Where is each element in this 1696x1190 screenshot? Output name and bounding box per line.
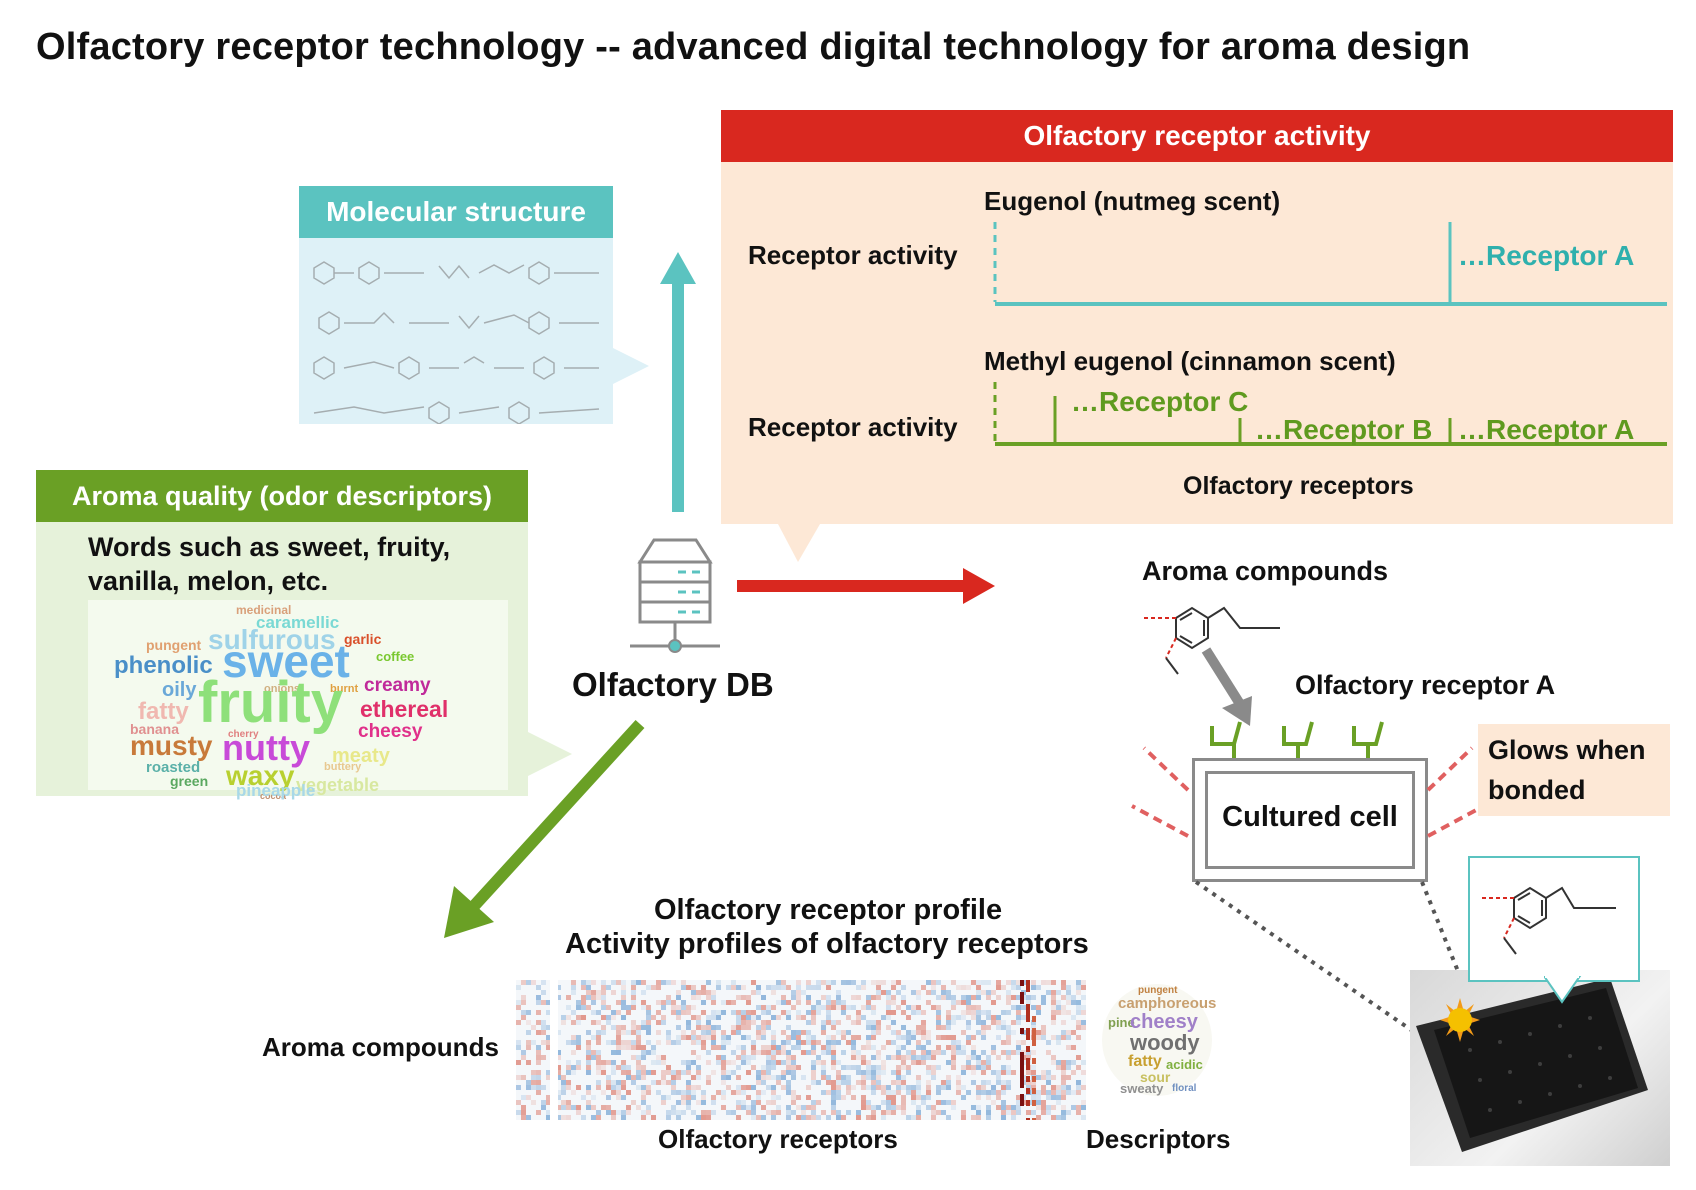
eugenol-peak-receptor-a: …Receptor A (1458, 240, 1635, 271)
glow-note: Glows when bonded (1478, 724, 1670, 816)
cultured-cell-label: Cultured cell (1222, 801, 1398, 833)
red-right-arrow (737, 568, 995, 604)
wc-word: cocoa (260, 791, 287, 801)
wc-word: waxy (226, 760, 295, 791)
molecular-structure-panel: Molecular structure (299, 186, 613, 424)
wc-word: roasted (146, 759, 201, 776)
odor-word-cloud: medicinal caramellic sulfurous garlic pu… (88, 600, 508, 801)
wc-word: green (170, 773, 209, 789)
glow-lines-left (1131, 746, 1190, 838)
olfactory-db-label: Olfactory DB (572, 666, 774, 703)
dwc-word: sweaty (1120, 1081, 1164, 1096)
dwc-word: sour (1140, 1069, 1171, 1085)
dwc-word: pine (1108, 1015, 1135, 1030)
receptor-activity-panel: Olfactory receptor activity Eugenol (nut… (721, 110, 1673, 524)
wc-word: onions (264, 683, 301, 695)
receptor-icons (1210, 721, 1384, 758)
page-title: Olfactory receptor technology -- advance… (36, 26, 1471, 68)
dwc-word: camphoreous (1118, 995, 1217, 1012)
wc-word: ethereal (360, 696, 449, 722)
cultured-cell: Cultured cell (1192, 758, 1428, 882)
wc-word: pungent (146, 637, 202, 653)
wc-word: cheesy (358, 721, 423, 742)
wc-word: cherry (228, 729, 259, 740)
aroma-quality-text: Words such as sweet, fruity, vanilla, me… (88, 532, 451, 596)
methyl-peak-receptor-b: …Receptor B (1255, 414, 1433, 445)
eugenol-molecule-icon (1144, 606, 1280, 675)
methyl-eugenol-activity-plot (993, 382, 1667, 446)
wc-word: musty (130, 730, 213, 761)
teal-up-arrow (660, 252, 696, 512)
olfactory-receptor-a-label: Olfactory receptor A (1295, 670, 1556, 700)
green-diagonal-arrow (444, 719, 645, 938)
dwc-word: pungent (1138, 985, 1178, 996)
wc-word: meaty (332, 745, 390, 767)
server-icon (630, 538, 720, 653)
receptor-profile-heatmap (516, 980, 1086, 1120)
wc-word: nutty (222, 727, 310, 768)
methyl-peak-receptor-a: …Receptor A (1458, 414, 1635, 445)
wc-word: burnt (330, 683, 359, 695)
aroma-callout-pointer (528, 732, 572, 776)
wc-word: pineapple (236, 781, 316, 800)
cultured-cell-inner (1205, 771, 1415, 869)
wc-word: creamy (364, 675, 431, 696)
dwc-word: fatty (1128, 1053, 1162, 1070)
profile-title-2: Activity profiles of olfactory receptors (565, 928, 1089, 960)
dwc-word: floral (1172, 1083, 1197, 1094)
wc-word: medicinal (236, 603, 292, 617)
dwc-word: acidic (1166, 1057, 1203, 1072)
glow-lines-right (1426, 746, 1481, 838)
binding-arrow (1201, 647, 1252, 726)
profile-title-1: Olfactory receptor profile (654, 894, 1003, 926)
methyl-eugenol-title: Methyl eugenol (cinnamon scent) (984, 346, 1396, 376)
dwc-word: cheesy (1130, 1011, 1198, 1033)
receptor-activity-header: Olfactory receptor activity (721, 110, 1673, 162)
profile-ylabel: Aroma compounds (262, 1032, 499, 1062)
wc-word: buttery (324, 761, 362, 773)
descriptor-word-cloud: pungent camphoreous pine cheesy woody fa… (1102, 984, 1216, 1096)
methyl-peak-receptor-c: …Receptor C (1071, 386, 1249, 417)
aroma-quality-header: Aroma quality (odor descriptors) (36, 470, 528, 522)
eugenol-molecule-zoom (1482, 886, 1616, 955)
molecular-callout-pointer (613, 348, 649, 384)
wc-word: banana (130, 721, 180, 737)
zoom-callout-pointer (1544, 976, 1582, 1004)
wc-word: phenolic (114, 652, 213, 679)
wc-word: caramellic (256, 613, 340, 632)
wc-word: fatty (138, 698, 189, 725)
eugenol-title: Eugenol (nutmeg scent) (984, 186, 1281, 216)
molecular-structure-header: Molecular structure (299, 186, 613, 238)
dwc-word: woody (1130, 1030, 1200, 1055)
eugenol-ylabel: Receptor activity (748, 240, 958, 270)
wc-word: coffee (376, 649, 415, 664)
molecule-thumbnails (313, 261, 600, 424)
wc-word: oily (162, 679, 197, 701)
methyl-eugenol-ylabel: Receptor activity (748, 412, 958, 442)
wc-word: vegetable (296, 775, 380, 795)
aroma-compounds-label: Aroma compounds (1142, 556, 1389, 586)
activity-xlabel: Olfactory receptors (1183, 472, 1414, 500)
molecule-zoom-callout (1468, 856, 1640, 982)
wc-word: sweet (222, 635, 350, 687)
well-plate-photo (1410, 970, 1670, 1166)
eugenol-activity-plot (993, 222, 1667, 306)
profile-xlabel: Olfactory receptors (658, 1124, 898, 1154)
descriptors-label: Descriptors (1086, 1124, 1231, 1154)
aroma-quality-panel: Aroma quality (odor descriptors) Words s… (36, 470, 528, 801)
well-plate (1416, 978, 1648, 1152)
wc-word: sulfurous (208, 624, 336, 655)
wc-word: fruity (198, 670, 343, 735)
activity-callout-pointer (778, 524, 820, 562)
glow-note-text: Glows when bonded (1488, 735, 1646, 805)
wc-word: garlic (344, 631, 382, 647)
